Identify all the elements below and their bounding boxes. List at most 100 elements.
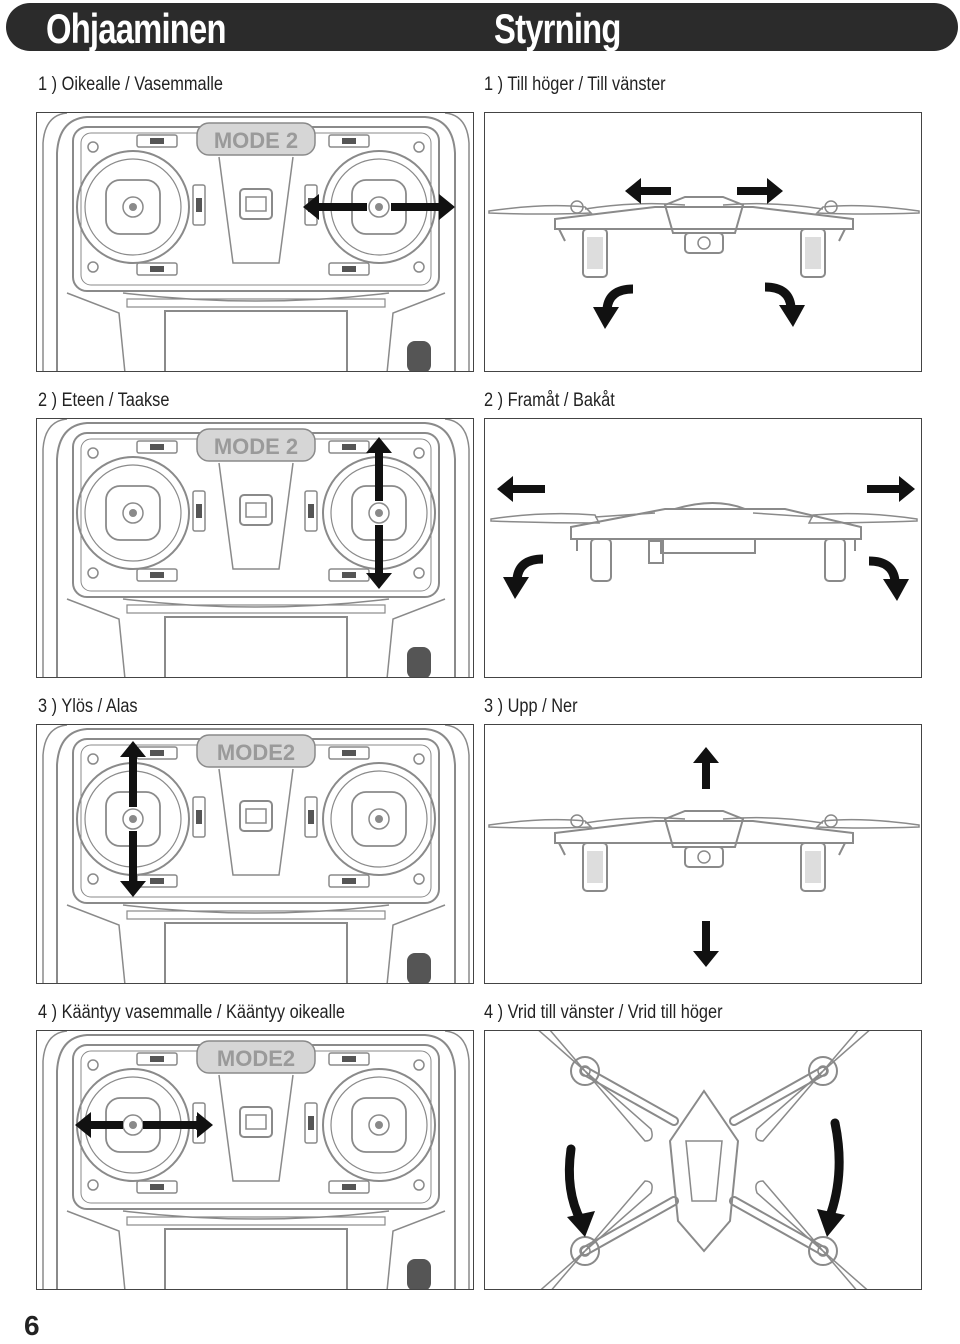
lcd-screen xyxy=(164,616,348,677)
rotation-arrow-head xyxy=(883,579,909,601)
trim-switch xyxy=(136,134,178,148)
drone-front-illustration xyxy=(488,178,920,329)
power-switch xyxy=(239,188,273,220)
controller-illustration: MODE 2 xyxy=(42,113,470,371)
stick-base xyxy=(105,485,161,541)
drone-body xyxy=(663,810,745,848)
propeller xyxy=(755,1070,824,1142)
rotation-arrow xyxy=(602,284,634,310)
switch-toggle xyxy=(407,341,431,371)
rotation-arrow xyxy=(868,556,900,582)
caption-right-4: 4 ) Vrid till vänster / Vrid till höger xyxy=(484,1002,723,1023)
caption-left-4: 4 ) Kääntyy vasemmalle / Kääntyy oikeall… xyxy=(38,1002,345,1023)
stick-base xyxy=(351,791,407,847)
stick-gimbal xyxy=(322,762,436,876)
controller-illustration: MODE 2 xyxy=(42,419,470,677)
stick-knob xyxy=(122,502,144,524)
direction-arrow xyxy=(75,1112,123,1138)
switch-toggle xyxy=(407,647,431,677)
drone-side-illustration xyxy=(490,476,918,601)
direction-arrow xyxy=(737,178,783,204)
header-banner: Ohjaaminen Styrning xyxy=(6,3,958,52)
screw xyxy=(413,753,425,765)
rotation-arrow-left xyxy=(564,1144,586,1226)
trim-switch xyxy=(304,490,318,532)
page-number: 6 xyxy=(24,1310,40,1341)
trim-switch xyxy=(136,1052,178,1066)
drone-frame xyxy=(570,508,862,540)
screw xyxy=(413,873,425,885)
direction-arrow xyxy=(120,741,146,807)
mode-label: MODE2 xyxy=(217,1046,295,1071)
direction-arrow xyxy=(303,194,367,220)
direction-arrow xyxy=(391,194,455,220)
caption-right-1: 1 ) Till höger / Till vänster xyxy=(484,74,666,95)
stick-knob xyxy=(368,502,390,524)
controller-illustration: MODE2 xyxy=(42,1031,470,1289)
stick-gimbal xyxy=(76,456,190,570)
direction-arrow xyxy=(867,476,915,502)
propeller xyxy=(815,204,920,215)
landing-leg xyxy=(582,842,608,892)
stick-base xyxy=(351,1097,407,1153)
stick-knob xyxy=(368,196,390,218)
drone-panel-1 xyxy=(484,112,922,372)
propeller xyxy=(822,1031,870,1072)
center-column xyxy=(218,462,294,570)
trim-switch xyxy=(328,262,370,276)
screw xyxy=(87,873,99,885)
power-switch xyxy=(239,800,273,832)
center-column xyxy=(218,156,294,264)
controller-panel-1: MODE 2 xyxy=(36,112,474,372)
screw xyxy=(413,447,425,459)
direction-arrow xyxy=(120,831,146,897)
direction-arrow xyxy=(497,476,545,502)
trim-switch xyxy=(304,1102,318,1144)
lcd-screen xyxy=(164,1228,348,1289)
screw xyxy=(87,141,99,153)
caption-left-3: 3 ) Ylös / Alas xyxy=(38,696,138,717)
stick-gimbal xyxy=(76,150,190,264)
controller-panel-3: MODE2 xyxy=(36,724,474,984)
power-switch xyxy=(239,1106,273,1138)
trim-switch xyxy=(328,746,370,760)
landing-leg xyxy=(582,228,608,278)
caption-left-2: 2 ) Eteen / Taakse xyxy=(38,390,170,411)
controller-panel-4: MODE2 xyxy=(36,1030,474,1290)
screw xyxy=(413,141,425,153)
screw xyxy=(87,1179,99,1191)
drone-panel-4 xyxy=(484,1030,922,1290)
switch-toggle xyxy=(407,953,431,983)
controller-panel-2: MODE 2 xyxy=(36,418,474,678)
title-left: Ohjaaminen xyxy=(46,5,226,52)
lcd-screen xyxy=(164,922,348,983)
center-column xyxy=(218,1074,294,1182)
drone-front-illustration xyxy=(488,747,920,967)
trim-switch xyxy=(328,1180,370,1194)
controller-illustration: MODE2 xyxy=(42,725,470,983)
battery xyxy=(660,538,756,554)
controller-housing xyxy=(56,1034,456,1289)
stick-knob xyxy=(368,808,390,830)
propeller xyxy=(540,1250,586,1289)
trim-switch xyxy=(136,440,178,454)
propeller xyxy=(488,818,593,829)
propeller xyxy=(755,1180,824,1252)
screw xyxy=(87,753,99,765)
trim-switch xyxy=(328,874,370,888)
drone-frame xyxy=(554,206,854,230)
propeller xyxy=(488,204,593,215)
trim-switch xyxy=(192,796,206,838)
stick-gimbal xyxy=(322,1068,436,1182)
landing-leg xyxy=(800,842,826,892)
trim-switch xyxy=(328,134,370,148)
rotation-arrow-head xyxy=(503,577,529,599)
lcd-screen xyxy=(164,310,348,371)
direction-arrow xyxy=(366,525,392,589)
propeller xyxy=(822,1250,868,1289)
direction-arrow xyxy=(693,921,719,967)
trim-switch xyxy=(136,1180,178,1194)
screw xyxy=(413,567,425,579)
direction-arrow xyxy=(143,1112,213,1138)
mode-badge xyxy=(196,734,316,768)
